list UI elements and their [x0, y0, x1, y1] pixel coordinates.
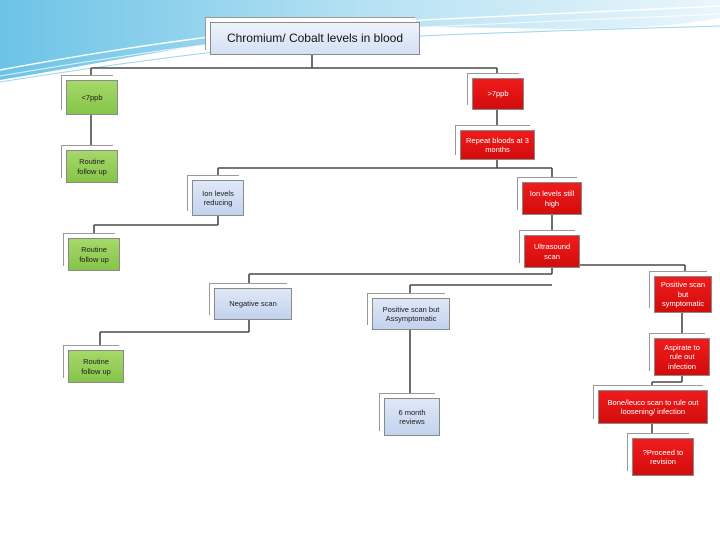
node-routine-follow-up-1: Routine follow up	[66, 150, 118, 183]
node-ion-levels-reducing: Ion levels reducing	[192, 180, 244, 216]
node-negative-scan: Negative scan	[214, 288, 292, 320]
node-ultrasound-scan: Ultrasound scan	[524, 235, 580, 268]
node-repeat-bloods: Repeat bloods at 3 months	[460, 130, 535, 160]
node-routine-follow-up-3: Routine follow up	[68, 350, 124, 383]
node-6-month-reviews: 6 month reviews	[384, 398, 440, 436]
node-ion-levels-still-high: Ion levels still high	[522, 182, 582, 215]
chart-title: Chromium/ Cobalt levels in blood	[210, 22, 420, 55]
node-bone-leuco-scan: Bone/leuco scan to rule out loosening/ i…	[598, 390, 708, 424]
node-proceed-to-revision: ?Proceed to revision	[632, 438, 694, 476]
node-positive-scan-symptomatic: Positive scan but symptomatic	[654, 276, 712, 313]
node-aspirate-infection: Aspirate to rule out infection	[654, 338, 710, 376]
node-routine-follow-up-2: Routine follow up	[68, 238, 120, 271]
node-above-7ppb: >7ppb	[472, 78, 524, 110]
node-below-7ppb: <7ppb	[66, 80, 118, 115]
node-positive-scan-asymptomatic: Positive scan but Assymptomatic	[372, 298, 450, 330]
